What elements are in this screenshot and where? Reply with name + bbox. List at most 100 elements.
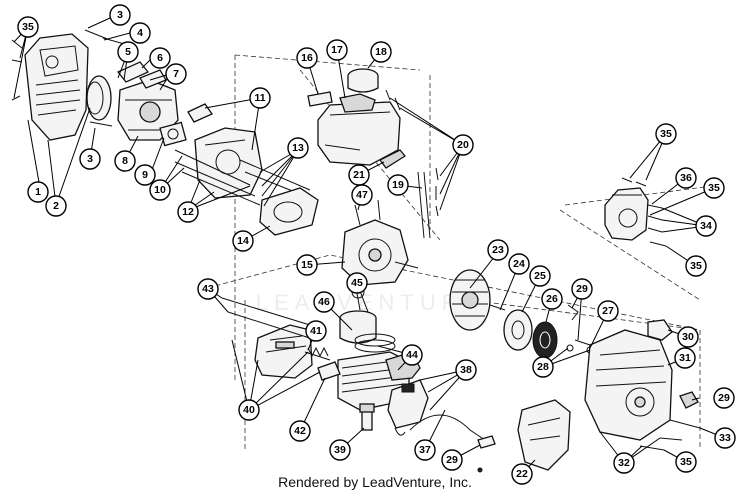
svg-text:20: 20 [457,139,469,151]
callout-27: 27 [597,300,619,322]
callout-19: 19 [387,174,409,196]
svg-text:26: 26 [546,293,558,305]
svg-text:17: 17 [331,44,343,56]
callout-3-top: 3 [109,4,131,26]
svg-text:24: 24 [513,258,525,270]
callout-18: 18 [370,41,392,63]
callout-9: 9 [134,164,156,186]
intake-block [187,103,263,199]
fuel-cap [347,68,379,93]
svg-text:34: 34 [700,220,712,232]
gasket-spacer [159,121,187,147]
svg-text:37: 37 [419,444,431,456]
clutch-housing [604,187,649,241]
housing-screws [639,419,701,451]
callout-35-br: 35 [675,451,697,473]
svg-text:2: 2 [53,200,59,212]
callout-15: 15 [296,254,318,276]
callout-31: 31 [674,347,696,369]
callout-8: 8 [114,150,136,172]
screws-left [11,29,129,127]
svg-text:35: 35 [680,456,692,468]
carburetor [116,61,179,141]
piston-rings [354,333,396,353]
callout-37: 37 [414,439,436,461]
callout-21: 21 [348,164,370,186]
callout-11: 11 [249,87,271,109]
callout-46: 46 [313,291,335,313]
spark-plug [359,403,375,431]
svg-text:6: 6 [157,52,163,64]
svg-text:5: 5 [125,46,131,58]
callout-20: 20 [452,134,474,156]
tank-screws [385,89,439,239]
svg-text:1: 1 [35,186,41,198]
tank-strap [379,149,406,169]
callout-38: 38 [455,359,477,381]
callout-39: 39 [329,439,351,461]
callout-24: 24 [508,253,530,275]
ground-wire [409,414,496,473]
svg-text:29: 29 [446,454,458,466]
callout-29-right: 29 [713,387,735,409]
callout-45: 45 [346,272,368,294]
muffler [254,324,313,379]
svg-text:35: 35 [22,21,34,33]
callout-7: 7 [165,63,187,85]
svg-text:8: 8 [122,155,128,167]
muffler-bolts [221,297,317,341]
callout-34: 34 [695,215,717,237]
svg-text:40: 40 [243,404,255,416]
callout-5: 5 [117,41,139,63]
svg-text:39: 39 [334,444,346,456]
callout-4: 4 [129,22,151,44]
callout-47: 47 [351,184,373,206]
callout-35-tl: 35 [17,16,39,38]
svg-text:28: 28 [537,361,549,373]
recoil-spring [532,321,558,359]
crankcase [341,199,419,286]
callout-43: 43 [197,278,219,300]
svg-text:36: 36 [680,172,692,184]
starter-handle [647,319,673,341]
fuel-tank [317,93,401,166]
svg-text:23: 23 [492,244,504,256]
svg-text:11: 11 [254,92,265,104]
svg-text:4: 4 [137,27,143,39]
callout-35-rb: 35 [685,255,707,277]
engine-cover [24,33,89,141]
foam-filter [86,75,112,121]
muffler-spring [304,346,331,361]
svg-text:22: 22 [516,468,528,480]
callout-33: 33 [714,427,736,449]
housing-clip [679,391,699,409]
footer-credit: Rendered by LeadVenture, Inc. [278,474,472,490]
callout-3-left: 3 [79,148,101,170]
callout-35-tr: 35 [655,123,677,145]
callout-6: 6 [149,47,171,69]
clutch-screws [621,177,667,247]
svg-text:3: 3 [87,153,93,165]
gasket [259,187,319,236]
callout-13: 13 [287,137,309,159]
svg-text:29: 29 [576,283,588,295]
callout-22: 22 [511,463,533,485]
muffler-gasket [317,361,341,381]
watermark: LEADVENTURE [256,290,485,315]
svg-text:43: 43 [202,283,214,295]
svg-text:46: 46 [318,296,330,308]
svg-text:38: 38 [460,364,472,376]
callout-17: 17 [326,39,348,61]
svg-text:18: 18 [375,46,387,58]
svg-text:13: 13 [292,142,304,154]
callout-25: 25 [529,265,551,287]
crank-nut [489,304,506,311]
svg-text:30: 30 [682,331,694,343]
flywheel [449,269,491,331]
pulley [503,309,533,351]
callout-30: 30 [677,326,699,348]
svg-text:14: 14 [237,235,249,247]
svg-text:42: 42 [294,425,306,437]
svg-text:7: 7 [173,68,179,80]
